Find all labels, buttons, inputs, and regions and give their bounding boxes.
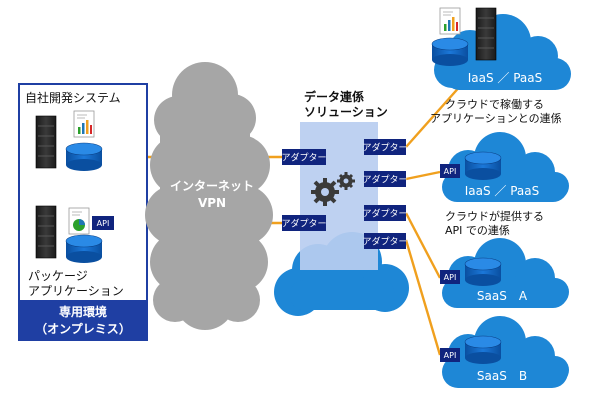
onprem-footer-line1: 専用環境	[59, 304, 107, 319]
package-label-line1: パッケージ	[28, 269, 88, 283]
adapter-right-1: アダプター	[362, 139, 408, 155]
adapter-label: アダプター	[362, 174, 407, 186]
pie-document-icon	[68, 207, 90, 235]
internet-label-line1: インターネット	[170, 179, 254, 193]
chart-document-icon	[439, 7, 461, 35]
server-icon	[35, 205, 57, 259]
api-badge-label: API	[97, 219, 110, 228]
internet-cloud	[145, 62, 273, 330]
cloud-iaas-app: IaaS ／ PaaS	[431, 7, 571, 90]
api-badge-label: API	[444, 167, 457, 176]
adapter-left-1: アダプター	[281, 149, 327, 165]
adapter-label: アダプター	[362, 208, 407, 220]
api-badge	[92, 216, 114, 230]
cloud-label: IaaS ／ PaaS	[468, 71, 543, 85]
solution-title-line1: データ連係	[304, 89, 364, 104]
onprem-system-label: 自社開発システム	[25, 90, 121, 105]
solution-title-line2: ソリューション	[304, 105, 388, 119]
adapter-label: アダプター	[281, 152, 326, 164]
api-badge	[440, 348, 460, 362]
database-icon	[65, 234, 103, 264]
annotation-api-line2: API での連係	[445, 223, 510, 237]
adapters: アダプター アダプター アダプター アダプター アダプター アダプター	[281, 139, 408, 249]
cloud-saas-a: API SaaS A	[440, 238, 569, 308]
cloud-label: IaaS ／ PaaS	[465, 184, 540, 198]
adapter-left-2: アダプター	[281, 215, 327, 231]
chart-document-icon	[73, 110, 95, 138]
adapter-right-4: アダプター	[362, 233, 408, 249]
database-icon	[464, 335, 502, 365]
connector-to-saas-a	[404, 212, 442, 279]
api-badge	[440, 164, 460, 178]
cloud-saas-b: API SaaS B	[440, 316, 569, 388]
api-badge-label: API	[444, 351, 457, 360]
connector-to-iaas-api	[405, 170, 441, 181]
cloud-iaas-api: API IaaS ／ PaaS	[440, 132, 569, 202]
package-label-line2: アプリケーション	[28, 284, 124, 298]
onprem-footer-line2: （オンプレミス）	[35, 321, 131, 336]
annotation-app-line1: クラウドで稼働する	[445, 97, 544, 111]
server-icon	[475, 7, 497, 61]
server-icon	[35, 115, 57, 169]
onprem-box: 自社開発システム API パッケージ アプリケーション 専用環境 （オンプレミス…	[18, 83, 148, 341]
database-icon	[65, 142, 103, 172]
gears-icon	[311, 172, 355, 206]
annotation-app-line2: アプリケーションとの連係	[430, 111, 562, 125]
database-icon	[431, 37, 469, 67]
api-badge	[440, 270, 460, 284]
adapter-label: アダプター	[362, 142, 407, 154]
onprem-footer	[19, 300, 147, 340]
adapter-label: アダプター	[362, 236, 407, 248]
adapter-right-3: アダプター	[362, 205, 408, 221]
database-icon	[464, 151, 502, 181]
cloud-label: SaaS A	[477, 289, 528, 303]
cloud-label: SaaS B	[477, 369, 527, 383]
adapter-label: アダプター	[281, 218, 326, 230]
annotation-api-line1: クラウドが提供する	[445, 209, 544, 223]
api-badge-label: API	[444, 273, 457, 282]
adapter-right-2: アダプター	[362, 171, 408, 187]
database-icon	[464, 257, 502, 287]
connector-to-saas-b	[404, 239, 442, 356]
internet-label-line2: VPN	[198, 196, 226, 210]
